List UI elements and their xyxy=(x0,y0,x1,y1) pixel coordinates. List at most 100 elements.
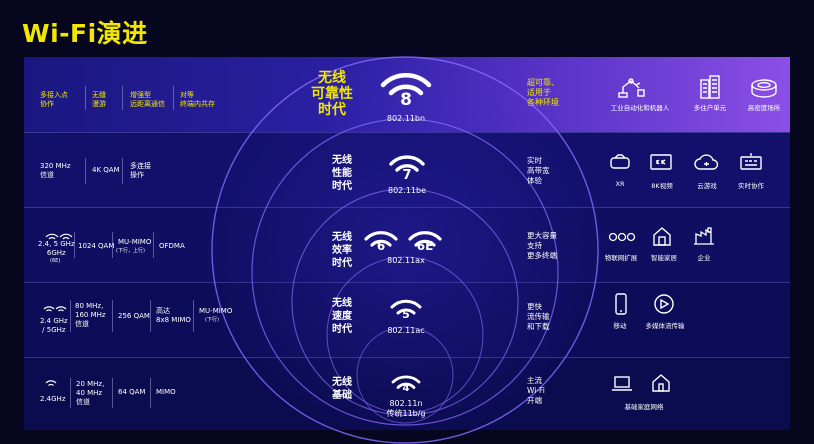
video-8k-icon xyxy=(649,153,673,171)
app-caption: 多媒体流传输 xyxy=(645,322,685,330)
wifi-signal-icon xyxy=(42,301,68,313)
row-divider xyxy=(24,207,790,208)
wifi-icon xyxy=(389,294,423,326)
divider xyxy=(193,300,194,332)
app-caption: 物联网扩展 xyxy=(604,254,638,262)
feature-256qam: 256 QAM xyxy=(118,312,150,320)
standard-label: 802.11bn xyxy=(386,114,426,123)
smart-home-icon xyxy=(652,225,672,247)
feature-mlo: 多连接 操作 xyxy=(130,162,151,179)
band-sublabel: (6E) xyxy=(50,258,61,264)
band-label: 2.4, 5 GHz 6GHz xyxy=(38,240,75,257)
divider xyxy=(150,300,151,332)
app-caption: 基础家庭网络 xyxy=(624,403,664,411)
feature-multi-ap: 多接入点 协作 xyxy=(40,91,68,108)
app-caption: 移动 xyxy=(613,322,627,330)
wifi-icon xyxy=(390,370,422,400)
generation-label: 无线 性能 时代 xyxy=(332,155,352,192)
feature-mu-mimo: MU-MIMO xyxy=(199,307,233,315)
feature-1024qam: 1024 QAM xyxy=(78,242,115,250)
generation-label: 无线 效率 时代 xyxy=(332,232,352,269)
standard-label: 802.11be xyxy=(388,186,426,195)
feature-channel-width: 20 MHz, 40 MHz 信道 xyxy=(76,380,105,406)
generation-number: 5 xyxy=(402,308,410,321)
divider xyxy=(173,86,174,110)
band-label: 2.4GHz xyxy=(40,395,66,403)
divider xyxy=(70,300,71,332)
row-divider xyxy=(24,132,790,133)
generation-number: 6E xyxy=(416,239,434,253)
divider xyxy=(112,378,113,408)
benefit-label: 更大容量 支持 更多终端 xyxy=(527,231,557,260)
app-caption: 8K视频 xyxy=(651,182,673,190)
feature-sublabel: (下行，上行) xyxy=(116,248,145,254)
app-caption: 企业 xyxy=(697,254,711,262)
generation-label: 无线 可靠性 时代 xyxy=(311,70,353,118)
app-caption: 多住户单元 xyxy=(693,104,727,112)
stadium-icon xyxy=(750,78,778,98)
feature-mimo: MIMO xyxy=(156,388,176,396)
wifi-icon xyxy=(407,225,443,259)
band-label: 2.4 GHz / 5GHz xyxy=(40,317,68,334)
standard-label: 802.11ax xyxy=(387,256,425,265)
laptop-icon xyxy=(611,375,633,393)
divider xyxy=(85,158,86,184)
wifi-icon xyxy=(388,150,426,186)
generation-number: 6 xyxy=(376,239,386,253)
generation-number: 7 xyxy=(402,168,412,183)
iot-icon xyxy=(608,228,636,246)
generation-number: 8 xyxy=(400,90,412,110)
feature-roaming: 无缝 漫游 xyxy=(92,91,106,108)
feature-320mhz: 320 MHz 信道 xyxy=(40,162,71,179)
wifi-signal-icon xyxy=(44,376,58,388)
divider xyxy=(122,86,123,110)
feature-sublabel: (下行) xyxy=(205,317,219,323)
feature-8x8-mimo: 高达 8x8 MIMO xyxy=(156,307,191,324)
media-streaming-icon xyxy=(652,293,676,315)
wifi-signal-icon xyxy=(44,228,74,242)
app-caption: 工业自动化和机器人 xyxy=(610,104,670,112)
generation-number: 4 xyxy=(402,383,410,394)
app-caption: 高密度场所 xyxy=(747,104,781,112)
benefit-label: 实时 高带宽 体验 xyxy=(527,156,550,185)
row-divider xyxy=(24,357,790,358)
divider xyxy=(122,158,123,184)
standard-label: 802.11ac xyxy=(387,326,425,335)
standard-label: 802.11n 传统11b/g xyxy=(386,399,426,418)
home-icon xyxy=(651,373,671,393)
robot-arm-icon xyxy=(616,75,646,99)
divider xyxy=(74,232,75,258)
feature-channel-width: 80 MHz, 160 MHz 信道 xyxy=(75,302,106,328)
divider xyxy=(153,232,154,258)
generation-label: 无线 速度 时代 xyxy=(332,298,352,335)
divider xyxy=(112,300,113,332)
benefit-label: 更快 流传输 和下载 xyxy=(527,302,550,331)
feature-coexistence: 对等 终端内共存 xyxy=(180,91,215,108)
app-caption: XR xyxy=(615,180,625,188)
vr-headset-icon xyxy=(609,154,631,170)
generation-label: 无线 基础 xyxy=(332,377,352,401)
wifi-icon xyxy=(378,65,434,115)
benefit-label: 主流 Wi-Fi 开端 xyxy=(527,376,545,405)
divider xyxy=(150,378,151,408)
row-divider xyxy=(24,282,790,283)
feature-mu-mimo: MU-MIMO xyxy=(118,238,152,246)
mobile-phone-icon xyxy=(614,292,628,316)
enterprise-icon xyxy=(692,226,716,246)
page-title: Wi-Fi演进 xyxy=(22,19,148,48)
divider xyxy=(70,378,71,408)
feature-4k-qam: 4K QAM xyxy=(92,166,120,174)
feature-64qam: 64 QAM xyxy=(118,388,146,396)
wifi-icon xyxy=(363,225,399,259)
app-caption: 实时协作 xyxy=(738,182,764,190)
cloud-gaming-icon xyxy=(694,154,720,172)
collaboration-icon xyxy=(738,152,764,172)
feature-ofdma: OFDMA xyxy=(159,242,185,250)
app-caption: 云游戏 xyxy=(697,182,717,190)
benefit-label: 超可靠、 适用于 各种环境 xyxy=(527,78,559,107)
buildings-icon xyxy=(697,74,723,100)
feature-long-range: 增强型 远距离通信 xyxy=(130,91,165,108)
app-caption: 智能家居 xyxy=(651,254,677,262)
divider xyxy=(112,232,113,258)
divider xyxy=(85,86,86,110)
